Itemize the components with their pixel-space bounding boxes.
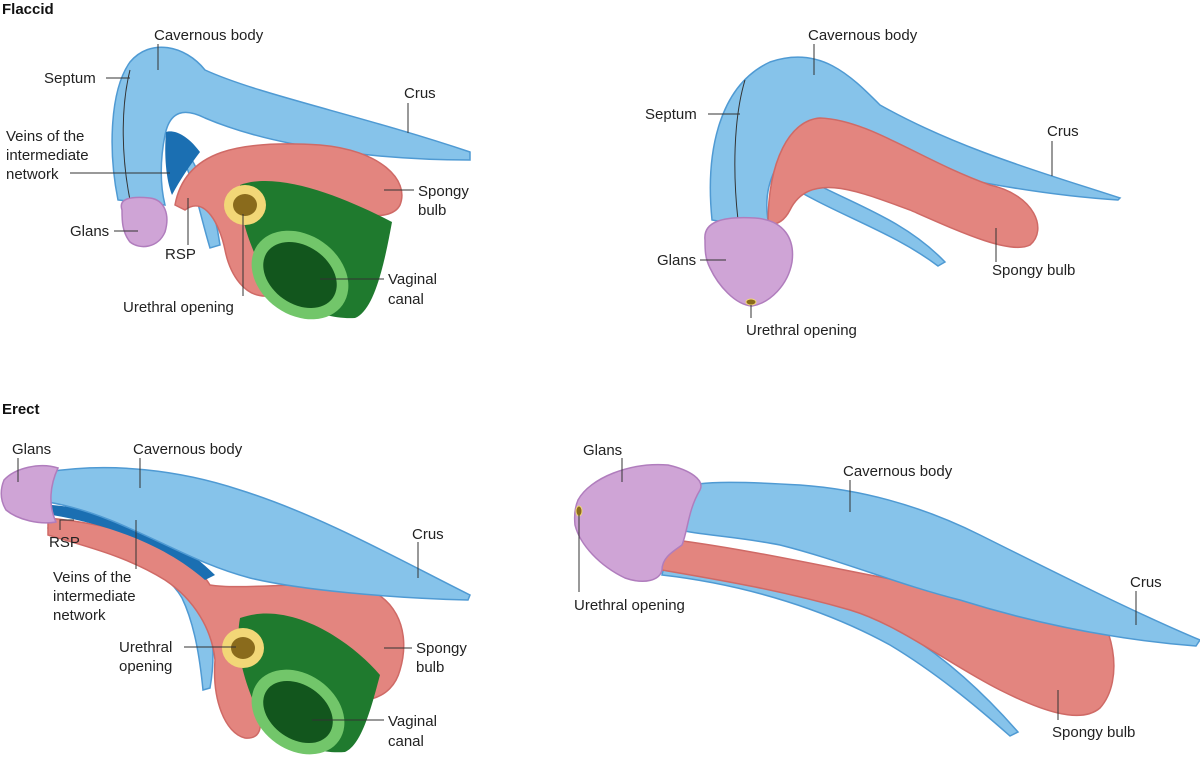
label-glans: Glans [70,223,109,240]
veins-intermediate-network [165,131,200,195]
label-spongy-bulb: Spongy bulb [992,262,1075,279]
label-veins-line-1: Veins of the [53,569,131,586]
septum-line [122,69,131,201]
label-veins-line-2: intermediate [6,147,89,164]
label-spongy-bulb-line-2: bulb [416,659,444,676]
label-glans: Glans [12,441,51,458]
urethral-opening [745,298,757,306]
label-septum: Septum [44,70,96,87]
urethral-opening-lumen [233,194,257,216]
glans [0,464,60,524]
section-title-flaccid: Flaccid [2,1,54,18]
leader-rsp [59,519,74,530]
label-septum: Septum [645,106,697,123]
label-cavernous-body: Cavernous body [133,441,243,458]
label-veins-line-1: Veins of the [6,128,84,145]
label-urethral-opening: Urethral opening [746,322,857,339]
urethral-opening-lumen [231,637,255,659]
label-crus: Crus [404,85,436,102]
panel-erect-section: Glans Cavernous body RSP Veins of the in… [0,441,471,755]
label-rsp: RSP [49,534,80,551]
label-crus: Crus [412,526,444,543]
septum-line [734,79,746,221]
label-urethral-opening: Urethral opening [574,597,685,614]
label-crus: Crus [1047,123,1079,140]
label-vaginal-canal-line-1: Vaginal [388,713,437,730]
glans [573,463,702,582]
label-urethral-opening-line-2: opening [119,658,172,675]
label-veins-line-3: network [6,166,59,183]
label-vaginal-canal-line-2: canal [388,291,424,308]
label-urethral-opening-line-1: Urethral [119,639,172,656]
glans [704,216,794,307]
panel-flaccid-side: Cavernous body Septum Crus Glans Spongy … [645,27,1122,339]
veins-intermediate-network [52,505,215,580]
label-spongy-bulb: Spongy bulb [1052,724,1135,741]
section-title-erect: Erect [2,401,40,418]
spongy-bulb [767,117,1039,249]
label-cavernous-body: Cavernous body [808,27,918,44]
label-urethral-opening: Urethral opening [123,299,234,316]
label-cavernous-body: Cavernous body [843,463,953,480]
urethral-opening [575,505,583,517]
panel-flaccid-section: Cavernous body Septum Crus Veins of the … [6,27,471,320]
label-spongy-bulb-line-1: Spongy [418,183,469,200]
label-vaginal-canal-line-2: canal [388,733,424,750]
crus-lower-strip [778,169,947,267]
label-glans: Glans [657,252,696,269]
glans [120,196,168,248]
panel-erect-side: Glans Cavernous body Urethral opening Cr… [573,442,1200,741]
vaginal-canal-lumen [263,680,333,744]
cavernous-body [679,481,1200,647]
cavernous-body [111,46,471,206]
label-rsp: RSP [165,246,196,263]
vaginal-canal-lumen [263,241,337,309]
label-crus: Crus [1130,574,1162,591]
label-spongy-bulb-line-1: Spongy [416,640,467,657]
label-glans: Glans [583,442,622,459]
label-veins-line-3: network [53,607,106,624]
label-vaginal-canal-line-1: Vaginal [388,271,437,288]
label-veins-line-2: intermediate [53,588,136,605]
cavernous-body [47,466,471,601]
label-spongy-bulb-line-2: bulb [418,202,446,219]
label-cavernous-body: Cavernous body [154,27,264,44]
